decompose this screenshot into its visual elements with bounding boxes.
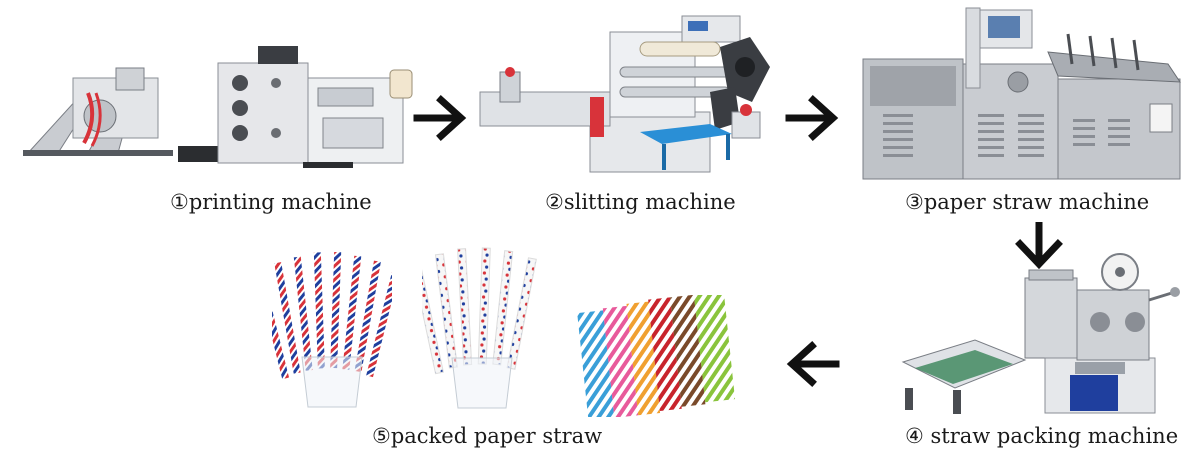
arrow-right-icon	[413, 95, 467, 141]
unwinder-unit	[23, 67, 173, 156]
colorful-straws-image	[577, 295, 736, 417]
straw-bundle	[422, 247, 537, 375]
step-2-label: ②slitting machine	[545, 190, 736, 214]
printing-machine-image	[23, 46, 413, 168]
printing-unit	[178, 46, 413, 168]
step-4-label: ④ straw packing machine	[905, 424, 1179, 448]
arrow-down-icon	[1015, 222, 1063, 270]
straw-bundle	[272, 252, 392, 380]
paper-straw-machine-image	[862, 7, 1181, 180]
straw-packing-machine-image	[901, 253, 1180, 414]
striped-straws-cup-image	[272, 252, 392, 408]
arrow-right-icon	[785, 95, 839, 141]
straw-forming-unit	[862, 7, 1181, 180]
glass-cup	[451, 357, 513, 409]
step-3-label: ③paper straw machine	[905, 190, 1150, 214]
packing-unit	[901, 253, 1180, 414]
straw-pile	[577, 295, 736, 417]
slitting-machine-image	[479, 15, 770, 173]
step-1-label: ①printing machine	[170, 190, 372, 214]
step-5-label: ⑤packed paper straw	[372, 424, 603, 448]
glass-cup	[301, 356, 363, 408]
star-straws-cup-image	[422, 247, 537, 409]
arrow-left-icon	[786, 341, 840, 387]
slitting-unit	[479, 15, 770, 173]
